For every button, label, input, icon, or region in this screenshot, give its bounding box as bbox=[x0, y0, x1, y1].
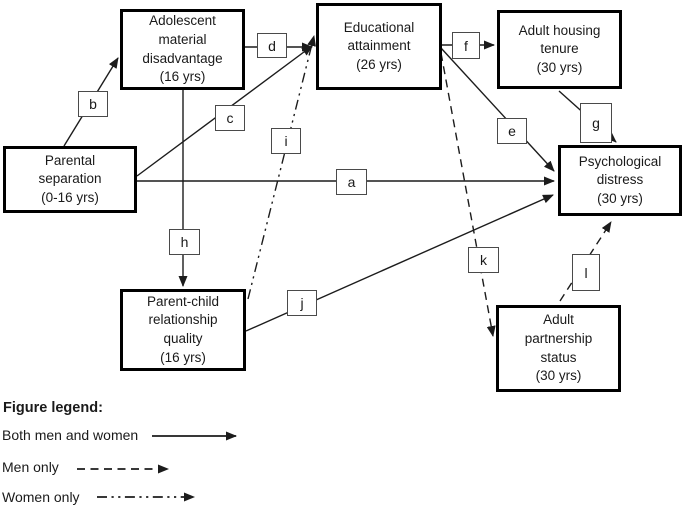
path-label-k: k bbox=[468, 247, 499, 273]
path-label-a: a bbox=[336, 169, 367, 195]
node-educational-attainment: Educational attainment (26 yrs) bbox=[316, 3, 442, 90]
path-label-c: c bbox=[215, 105, 245, 131]
path-label-g: g bbox=[580, 103, 612, 143]
node-adult-housing-tenure: Adult housing tenure (30 yrs) bbox=[497, 10, 622, 89]
path-label-l: l bbox=[572, 254, 600, 291]
node-adult-partnership-status: Adult partnership status (30 yrs) bbox=[496, 305, 621, 392]
path-label-d: d bbox=[257, 33, 287, 58]
path-label-j: j bbox=[287, 290, 317, 316]
path-label-f: f bbox=[452, 32, 480, 59]
node-psychological-distress: Psychological distress (30 yrs) bbox=[558, 145, 682, 216]
path-e-arrow bbox=[440, 47, 555, 172]
node-parent-child-relationship-quality: Parent-child relationship quality (16 yr… bbox=[120, 289, 246, 371]
path-k-arrow bbox=[440, 52, 496, 337]
node-adolescent-material-disadvantage: Adolescent material disadvantage (16 yrs… bbox=[120, 9, 245, 90]
path-i-arrow bbox=[247, 35, 316, 300]
legend-item-both-men-and-women: Both men and women bbox=[2, 427, 139, 443]
legend-title: Figure legend: bbox=[3, 400, 103, 416]
path-label-e: e bbox=[497, 118, 527, 144]
node-parental-separation: Parental separation (0-16 yrs) bbox=[3, 146, 137, 213]
path-label-b: b bbox=[78, 91, 108, 117]
legend-item-men-only: Men only bbox=[2, 459, 59, 475]
path-label-h: h bbox=[169, 229, 200, 255]
path-label-i: i bbox=[271, 128, 301, 154]
legend-item-women-only: Women only bbox=[2, 489, 80, 505]
